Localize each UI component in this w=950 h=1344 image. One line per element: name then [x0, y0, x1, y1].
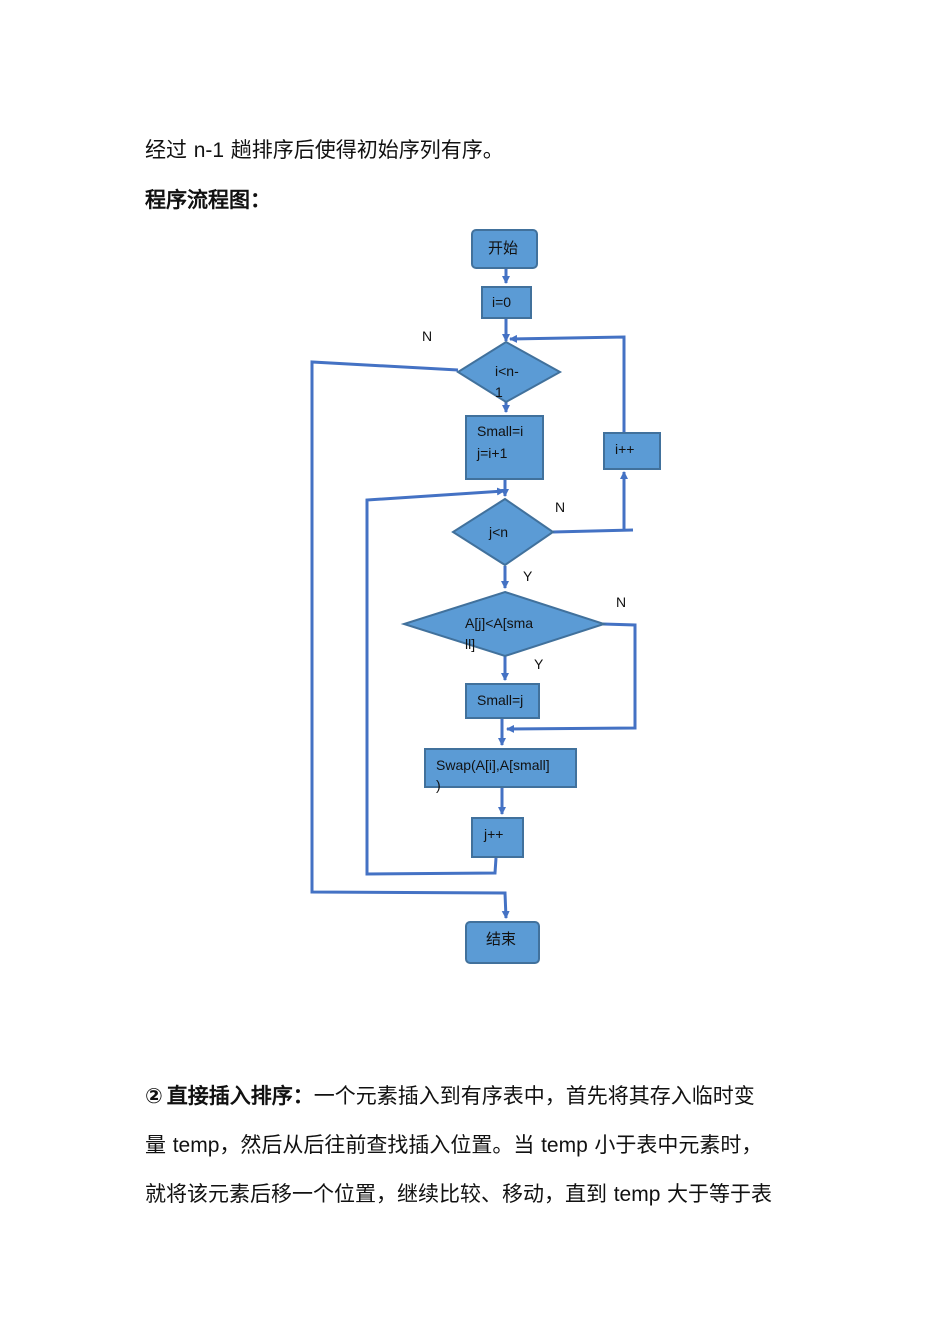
start-label: 开始	[488, 239, 518, 257]
cond-cmp-label-2: ll]	[465, 636, 475, 652]
edge-cond-i-no-exit	[310, 360, 510, 919]
init-node	[481, 286, 532, 319]
label-y-cond-j: Y	[523, 568, 533, 584]
flowchart-heading: 程序流程图：	[145, 188, 271, 212]
edge-inc-i-loop	[509, 334, 626, 433]
inc-i-node	[603, 432, 661, 470]
set-small-label-2: j=i+1	[476, 445, 508, 461]
section2-line3: 就将该元素后移一个位置，继续比较、移动，直到 temp 大于等于表	[145, 1170, 815, 1219]
intro-text-mid: n-1	[193, 139, 225, 162]
end-label: 结束	[486, 930, 516, 948]
section2-line3-b: temp	[613, 1183, 661, 1206]
edge-cond-j-no-to-inc-i	[552, 528, 634, 534]
intro-paragraph: 经过 n-1 趟排序后使得初始序列有序。	[145, 126, 815, 175]
section2-line2: 量 temp，然后从后往前查找插入位置。当 temp 小于表中元素时，	[145, 1121, 815, 1170]
assign-small-node	[465, 683, 540, 719]
label-y-cmp: Y	[534, 656, 544, 672]
swap-label-2: )	[436, 777, 441, 793]
section2-line3-a: 就将该元素后移一个位置，继续比较、移动，直到	[145, 1182, 614, 1206]
section2-marker: ②	[145, 1084, 163, 1108]
label-n-cond-j: N	[555, 499, 565, 515]
swap-label-1: Swap(A[i],A[small]	[436, 757, 550, 773]
set-small-node	[465, 415, 544, 480]
end-node	[465, 921, 540, 964]
cond-i-label-2: 1	[495, 384, 503, 400]
section2-line1-text: 一个元素插入到有序表中，首先将其存入临时变	[313, 1084, 755, 1108]
label-n-cond-i: N	[422, 328, 432, 344]
cond-j-node	[451, 497, 555, 567]
section2-title: 直接插入排序：	[166, 1084, 314, 1108]
section2-line2-a: 量	[145, 1133, 173, 1157]
section2-line2-c: ，然后从后往前查找插入位置。当	[219, 1133, 542, 1157]
assign-small-label: Small=j	[477, 692, 523, 708]
section2-line2-b: temp	[172, 1134, 220, 1157]
inc-j-label: j++	[483, 826, 503, 842]
label-n-cmp: N	[616, 594, 626, 610]
swap-node	[424, 748, 577, 788]
cond-i-node	[456, 340, 563, 404]
edge-inc-j-loop	[365, 487, 505, 876]
intro-text-before: 经过	[145, 138, 194, 162]
intro-text-after: 趟排序后使得初始序列有序。	[224, 138, 504, 162]
set-small-label-1: Small=i	[477, 423, 523, 439]
inc-j-node	[471, 817, 524, 858]
start-node	[471, 229, 538, 269]
cond-i-label-1: i<n-	[495, 363, 519, 379]
cond-cmp-node	[400, 590, 608, 658]
section2-line2-d: temp	[541, 1134, 588, 1157]
cond-cmp-label-1: A[j]<A[sma	[465, 615, 533, 631]
section2-line3-c: 大于等于表	[660, 1182, 773, 1206]
cond-j-label: j<n	[488, 524, 508, 540]
edge-cmp-no	[506, 622, 637, 733]
section2-line2-e: 小于表中元素时，	[587, 1133, 763, 1157]
inc-i-label: i++	[615, 441, 634, 457]
init-label: i=0	[492, 294, 511, 310]
